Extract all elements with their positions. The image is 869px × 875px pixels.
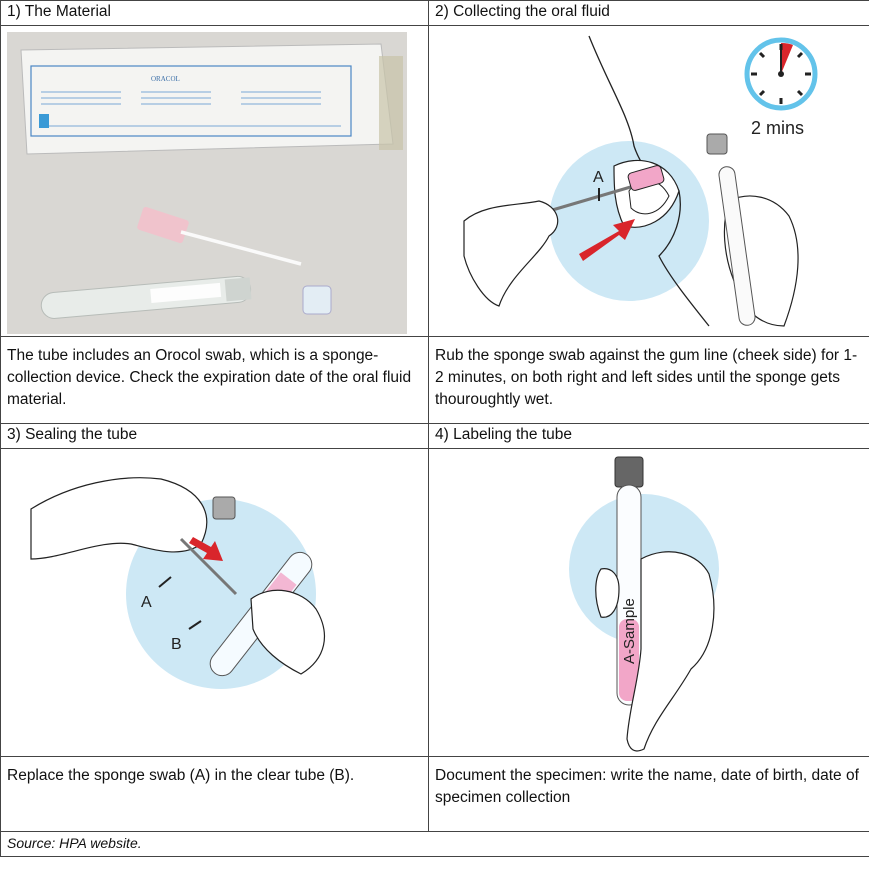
tube-cap: [615, 457, 643, 487]
tube-cap: [213, 497, 235, 519]
timer-clock: [747, 40, 815, 108]
material-photo: ORACOL: [1, 26, 427, 336]
timer-label: 2 mins: [751, 118, 804, 138]
label-b: B: [171, 636, 182, 653]
left-hand: [464, 201, 558, 306]
panel-4-title: 4) Labeling the tube: [429, 424, 869, 449]
labeling-illustration: A-Sample: [429, 449, 868, 756]
package-side-fold: [379, 56, 403, 150]
sealing-illustration: A B: [1, 449, 427, 756]
tube-cap: [707, 134, 727, 154]
collecting-illustration: A 2 mins: [429, 26, 868, 336]
panel-2-caption: Rub the sponge swab against the gum line…: [429, 337, 869, 424]
upper-hand: [31, 478, 207, 559]
package-blue-tab: [39, 114, 49, 128]
panel-4-caption: Document the specimen: write the name, d…: [429, 757, 869, 832]
package-brand-text: ORACOL: [151, 75, 180, 83]
panel-3-image: A B: [1, 449, 429, 757]
panel-3-caption: Replace the sponge swab (A) in the clear…: [1, 757, 429, 832]
tube-cap: [303, 286, 331, 314]
swab-package: [21, 44, 393, 154]
panel-2-title: 2) Collecting the oral fluid: [429, 1, 869, 26]
panel-2-image: A 2 mins: [429, 26, 869, 337]
panel-3-title: 3) Sealing the tube: [1, 424, 429, 449]
panel-1-image: ORACOL: [1, 26, 429, 337]
label-a: A: [593, 169, 604, 186]
tube-label: A-Sample: [621, 598, 638, 664]
label-a: A: [141, 594, 152, 611]
panel-4-image: A-Sample: [429, 449, 869, 757]
source-note: Source: HPA website.: [1, 832, 869, 857]
instructions-table: 1) The Material 2) Collecting the oral f…: [0, 0, 869, 857]
panel-1-caption: The tube includes an Orocol swab, which …: [1, 337, 429, 424]
panel-1-title: 1) The Material: [1, 1, 429, 26]
